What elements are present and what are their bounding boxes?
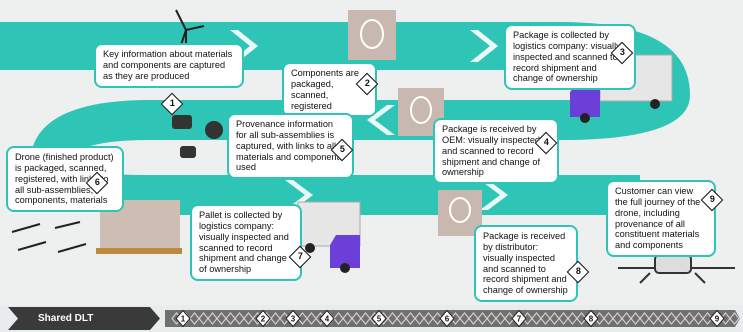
step-3-text: Package is collected by logistics compan… [513,30,621,84]
ledger-marker-7 [511,309,527,328]
ledger-marker-label-9: 9 [715,315,720,324]
step-2-text: Components are packaged, scanned, regist… [291,68,359,111]
shared-dlt-bar: 1 2 3 4 5 6 7 8 9 [0,305,743,332]
step-7-text: Pallet is collected by logistics company… [199,210,289,275]
step-4-callout: Package is received by OEM: visually ins… [433,118,559,185]
step-6-callout: Drone (finished product) is packaged, sc… [6,146,124,213]
step-6-text: Drone (finished product) is packaged, sc… [15,152,114,206]
step-7-callout: Pallet is collected by logistics company… [190,204,302,282]
drone-icon [618,254,735,284]
ledger-marker-2 [255,309,271,328]
step-1-text: Key information about materials and comp… [103,49,233,81]
step-1-callout: Key information about materials and comp… [94,43,244,88]
ledger-marker-label-5: 5 [377,315,382,324]
ledger-marker-label-1: 1 [181,315,186,324]
ledger-marker-label-2: 2 [261,315,266,324]
ledger-marker-label-6: 6 [445,315,450,324]
ledger-marker-label-8: 8 [589,315,594,324]
ledger-marker-label-7: 7 [517,315,522,324]
step-5-text: Provenance information for all sub-assem… [236,119,344,173]
ledger-marker-8 [583,309,599,328]
step-9-callout: Customer can view the full journey of th… [606,180,716,258]
drone-group-icon [11,221,87,253]
ledger-marker-label-4: 4 [325,315,330,324]
ledger-marker-6 [439,309,455,328]
ledger-chain: 1 2 3 4 5 6 7 8 9 [8,307,740,330]
step-4-text: Package is received by OEM: visually ins… [442,124,541,178]
step-9-text: Customer can view the full journey of th… [615,186,701,251]
step-8-text: Package is received by distributor: visu… [483,231,568,296]
ledger-marker-9 [709,309,725,328]
ledger-marker-label-3: 3 [291,315,296,324]
ledger-marker-4 [319,309,335,328]
shared-dlt-label: Shared DLT [38,313,94,324]
step-8-callout: Package is received by distributor: visu… [474,225,578,303]
ledger-marker-3 [285,309,301,328]
ledger-marker-1 [175,309,191,328]
motor-components-icon [172,115,223,158]
ledger-marker-5 [371,309,387,328]
package-box-icon-1 [348,10,396,60]
truck-icon-2 [297,201,361,273]
chain-link [729,312,740,325]
